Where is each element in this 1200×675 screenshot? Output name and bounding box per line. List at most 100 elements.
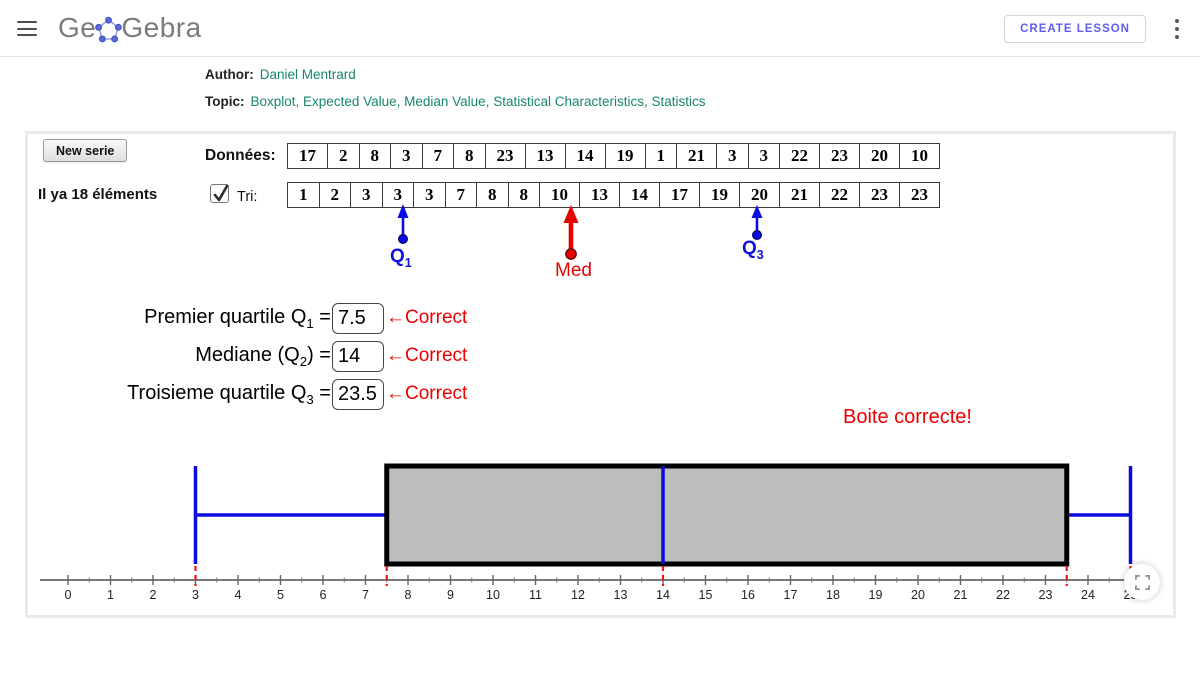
x-tick-label: 24 [1081, 588, 1095, 602]
tri-cell: 14 [619, 182, 660, 208]
topic-link[interactable]: Expected Value [303, 94, 397, 109]
tri-cell: 22 [819, 182, 860, 208]
x-tick-label: 19 [869, 588, 883, 602]
hamburger-menu-icon[interactable] [17, 21, 37, 36]
med-arrowhead [563, 205, 579, 223]
tri-label: Tri: [237, 189, 258, 205]
x-tick-label: 14 [656, 588, 670, 602]
topic-list: Boxplot, Expected Value, Median Value, S… [251, 94, 706, 109]
donnees-cell: 13 [524, 143, 566, 169]
tri-cell: 13 [579, 182, 620, 208]
q3-label-pre: Troisieme quartile Q [127, 381, 307, 404]
donnees-cell: 10 [899, 143, 940, 169]
x-tick-label: 23 [1039, 588, 1053, 602]
q1-label-sub: 1 [306, 315, 314, 331]
q1-label-post: = [313, 305, 331, 328]
q3-arrowhead [751, 205, 763, 218]
q1-value-input[interactable] [332, 302, 384, 334]
top-app-bar: Ge Gebra CREATE LESSON [0, 0, 1200, 57]
median-value-input[interactable] [332, 340, 384, 372]
med-marker-arrow[interactable] [558, 204, 584, 262]
x-tick-label: 8 [405, 588, 412, 602]
tri-checkbox[interactable] [210, 184, 229, 203]
create-lesson-button[interactable]: CREATE LESSON [1004, 15, 1146, 43]
x-tick-label: 5 [277, 588, 284, 602]
geogebra-pentagon-icon [95, 16, 123, 42]
fullscreen-icon [1134, 574, 1150, 590]
checkmark-icon [213, 184, 229, 202]
median-label-sub: 2 [299, 353, 308, 369]
q1-letter: Q [390, 246, 405, 267]
author-label: Author: [205, 67, 254, 82]
q1-marker-label: Q1 [390, 246, 412, 270]
tri-cell: 7 [444, 182, 477, 208]
new-serie-button[interactable]: New serie [43, 139, 128, 162]
x-tick-label: 22 [996, 588, 1010, 602]
x-tick-label: 4 [235, 588, 242, 602]
donnees-cell: 19 [604, 143, 646, 169]
donnees-cell: 1 [644, 143, 677, 169]
more-options-icon[interactable] [1174, 19, 1180, 39]
q3-marker-label: Q3 [742, 238, 764, 262]
x-tick-label: 9 [447, 588, 454, 602]
tri-cell: 8 [476, 182, 509, 208]
tri-cell: 3 [350, 182, 383, 208]
median-answer-row: Mediane (Q2) = ←Correct [58, 338, 467, 374]
median-label-post: ) = [307, 343, 331, 366]
topic-separator: , [485, 94, 494, 109]
x-tick-label: 21 [954, 588, 968, 602]
q1-subscript: 1 [404, 255, 412, 270]
donnees-cell: 20 [859, 143, 900, 169]
tri-cell: 1 [287, 182, 320, 208]
q3-letter: Q [742, 238, 757, 259]
topic-line: Topic: Boxplot, Expected Value, Median Va… [205, 94, 706, 109]
q3-feedback: ←Correct [386, 383, 468, 404]
q3-answer-label: Troisieme quartile Q3 = [58, 382, 331, 407]
q1-point[interactable] [397, 234, 409, 245]
q1-marker-arrow[interactable] [392, 203, 414, 249]
donnees-cell: 8 [453, 143, 486, 169]
geogebra-logo[interactable]: Ge Gebra [58, 12, 202, 44]
q3-marker-arrow[interactable] [746, 204, 768, 244]
fullscreen-button[interactable] [1124, 564, 1160, 600]
topic-link[interactable]: Statistics [651, 94, 706, 109]
x-tick-label: 0 [65, 588, 72, 602]
topic-link[interactable]: Statistical Characteristics [493, 94, 645, 109]
donnees-cell: 23 [819, 143, 860, 169]
q1-arrowhead [397, 204, 409, 218]
q1-label-pre: Premier quartile Q [144, 305, 307, 328]
topic-link[interactable]: Boxplot [250, 94, 296, 109]
tri-cell: 2 [318, 182, 351, 208]
x-tick-label: 15 [699, 588, 713, 602]
logo-text-ge: Ge [58, 12, 97, 43]
donnees-cell: 2 [327, 143, 360, 169]
q3-label-post: = [313, 381, 331, 404]
box-rect[interactable] [384, 463, 1070, 567]
topic-link[interactable]: Median Value [404, 94, 486, 109]
tri-cell: 8 [507, 182, 540, 208]
q3-value-input[interactable] [332, 378, 384, 410]
q3-point[interactable] [751, 230, 763, 241]
x-tick-label: 17 [784, 588, 798, 602]
tri-cell: 19 [699, 182, 740, 208]
topic-label: Topic: [205, 94, 245, 109]
tri-cell: 23 [859, 182, 900, 208]
donnees-cell: 3 [747, 143, 780, 169]
x-tick-label: 10 [486, 588, 500, 602]
tri-cell: 3 [381, 182, 414, 208]
topic-separator: , [295, 94, 304, 109]
author-link[interactable]: Daniel Mentrard [259, 67, 356, 82]
median-answer-label: Mediane (Q2) = [58, 344, 331, 369]
donnees-cell: 17 [287, 143, 328, 169]
tri-cell: 3 [413, 182, 446, 208]
box-correct-message: Boite correcte! [843, 406, 972, 428]
author-line: Author: Daniel Mentrard [205, 67, 356, 82]
med-point[interactable] [565, 248, 577, 260]
tri-cell: 21 [779, 182, 820, 208]
tri-cell: 20 [739, 182, 780, 208]
